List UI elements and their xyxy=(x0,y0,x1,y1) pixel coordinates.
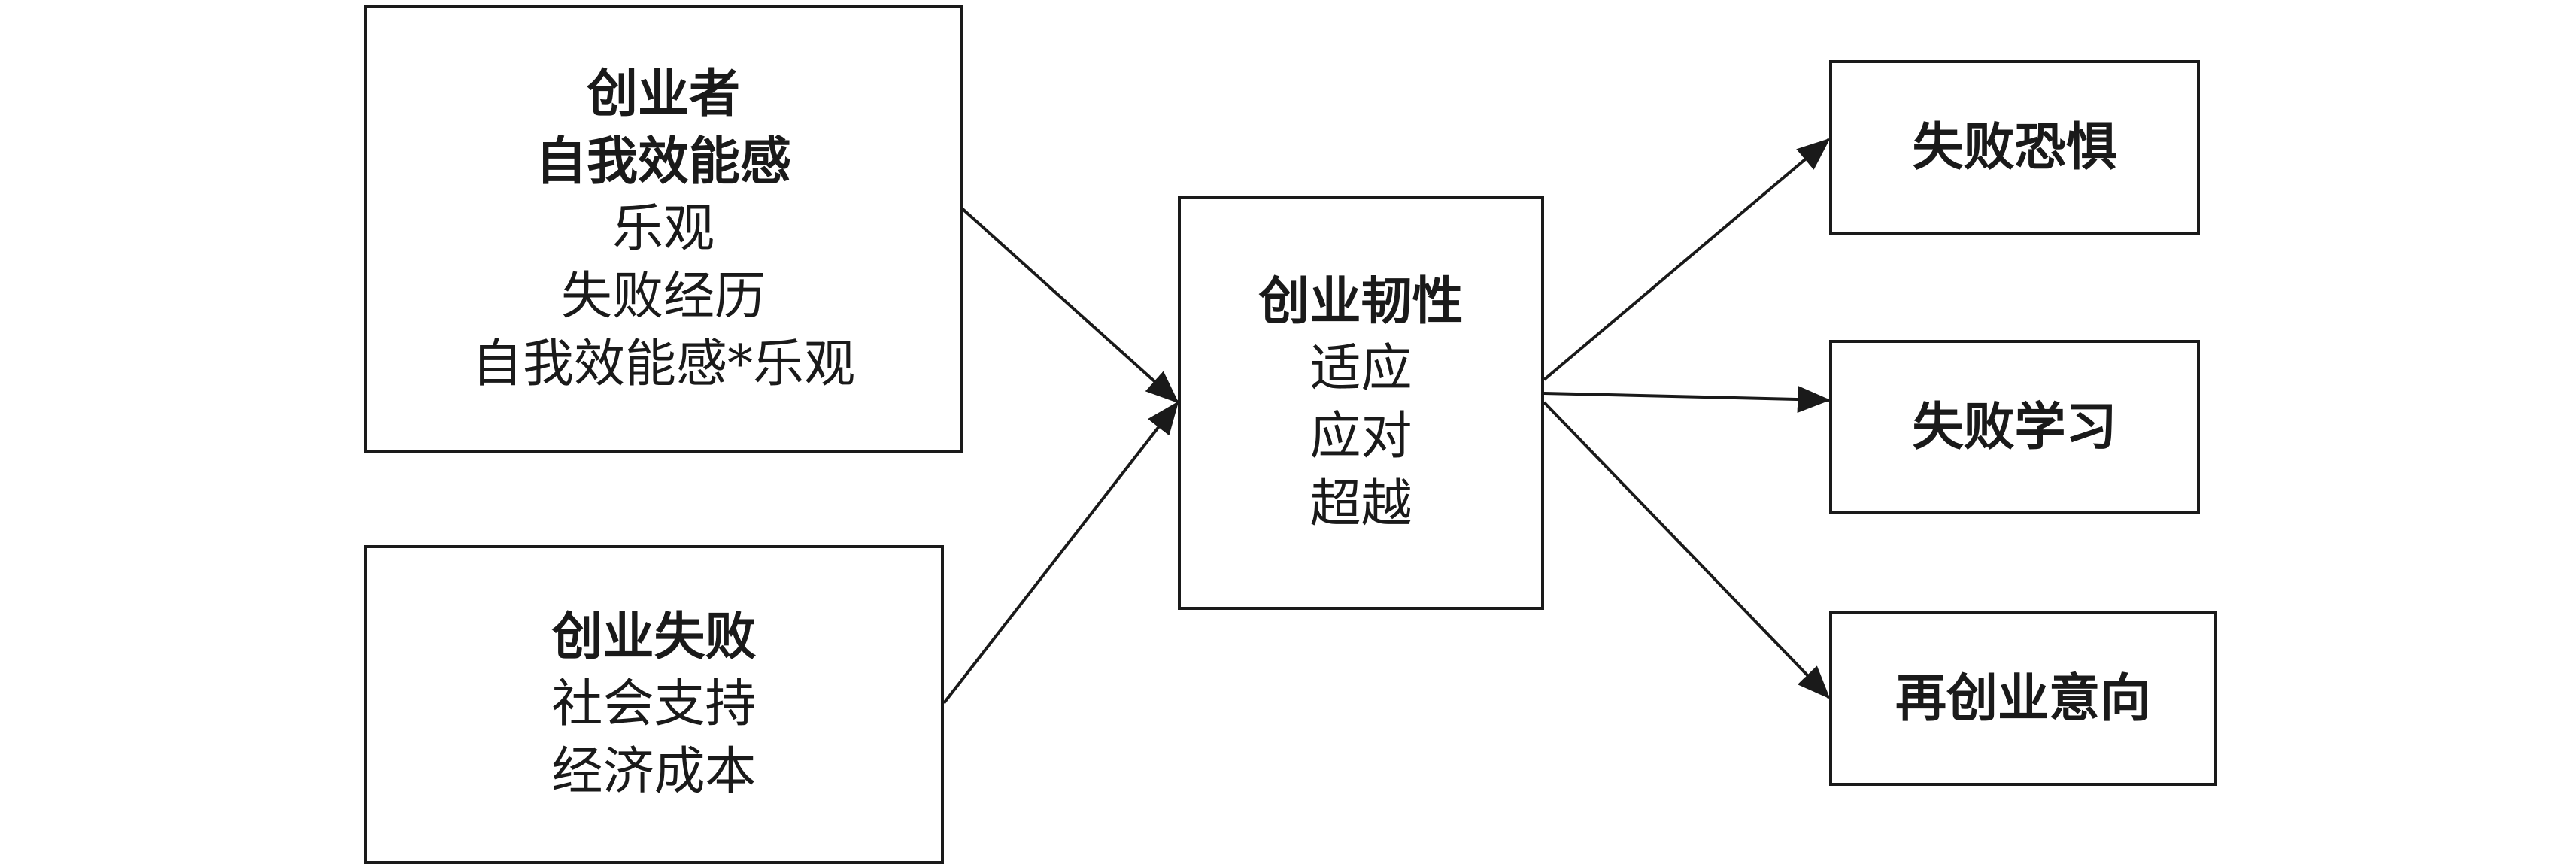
failure-line-0: 创业失败 xyxy=(551,607,757,667)
entrepreneur-line-1: 自我效能感 xyxy=(535,131,791,192)
resilience-box: 创业韧性 适应 应对 超越 xyxy=(1178,196,1544,610)
entrepreneur-line-0: 创业者 xyxy=(586,63,740,124)
resilience-line-0: 创业韧性 xyxy=(1258,271,1464,332)
resilience-line-1: 适应 xyxy=(1309,338,1412,399)
arrow-failure-to-resilience xyxy=(942,401,1179,705)
arrow-entrepreneur-to-resilience xyxy=(961,208,1179,404)
outcome-reentry-box: 再创业意向 xyxy=(1829,611,2217,786)
failure-line-1: 社会支持 xyxy=(551,675,757,734)
resilience-line-2: 应对 xyxy=(1309,406,1412,466)
entrepreneur-line-2: 乐观 xyxy=(611,199,715,259)
arrow-resilience-to-learning xyxy=(1543,386,1831,413)
resilience-line-3: 超越 xyxy=(1309,474,1412,534)
entrepreneur-factors-box: 创业者 自我效能感 乐观 失败经历 自我效能感*乐观 xyxy=(364,5,963,453)
outcome-fear-box: 失败恐惧 xyxy=(1829,60,2200,235)
entrepreneur-line-3: 失败经历 xyxy=(560,266,766,326)
outcome-learning-label: 失败学习 xyxy=(1912,397,2117,457)
arrow-resilience-to-fear xyxy=(1543,138,1831,381)
failure-line-2: 经济成本 xyxy=(551,742,757,802)
outcome-learning-box: 失败学习 xyxy=(1829,340,2200,514)
outcome-reentry-label: 再创业意向 xyxy=(1895,668,2151,729)
outcome-fear-label: 失败恐惧 xyxy=(1912,117,2117,177)
arrow-resilience-to-reentry xyxy=(1543,401,1831,699)
failure-factors-box: 创业失败 社会支持 经济成本 xyxy=(364,545,944,864)
entrepreneur-line-4: 自我效能感*乐观 xyxy=(471,334,855,394)
